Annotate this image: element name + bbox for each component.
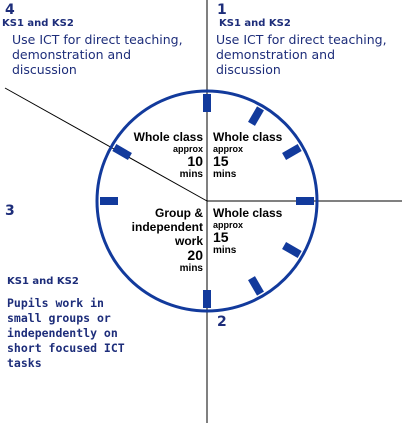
hour-markers xyxy=(100,94,314,308)
quadrant-4-stage: KS1 and KS2 xyxy=(2,18,74,29)
hour-marker-1 xyxy=(248,106,264,126)
segment-whole-class-15-top: Whole class approx 15 mins xyxy=(213,130,293,180)
hour-marker-6 xyxy=(203,290,211,308)
hour-marker-2 xyxy=(282,144,302,160)
segment-whole-class-15-bottom: Whole class approx 15 mins xyxy=(213,206,293,256)
segment-title: Whole class xyxy=(213,206,283,220)
clock-face xyxy=(95,89,319,313)
quadrant-1-stage: KS1 and KS2 xyxy=(219,18,291,29)
hour-marker-5 xyxy=(248,276,264,296)
quadrant-3-stage: KS1 and KS2 xyxy=(7,276,79,287)
segment-approx: approx xyxy=(172,144,203,154)
hour-marker-9 xyxy=(100,197,118,205)
quadrant-4-text: Use ICT for direct teaching, demonstrati… xyxy=(12,32,183,77)
segment-value: 10 xyxy=(187,153,203,169)
segment-group-work-20: Group & independent work 20 mins xyxy=(118,206,203,274)
quadrant-4-number: 4 xyxy=(5,2,15,18)
segment-unit: mins xyxy=(179,263,203,274)
segment-title-line2: independent xyxy=(131,220,203,234)
hour-marker-4 xyxy=(282,242,302,258)
segment-unit: mins xyxy=(179,169,203,180)
segment-title: Whole class xyxy=(213,130,283,144)
segment-title-line3: work xyxy=(174,234,203,248)
segment-title: Whole class xyxy=(133,130,203,144)
quadrant-1-text: Use ICT for direct teaching, demonstrati… xyxy=(216,32,387,77)
diagonal-axis xyxy=(4,87,208,202)
segment-title-line1: Group & xyxy=(155,206,203,220)
segment-value: 15 xyxy=(213,229,229,245)
quadrant-2-number: 2 xyxy=(217,314,227,330)
segment-whole-class-10: Whole class approx 10 mins xyxy=(128,130,203,180)
hour-marker-3 xyxy=(296,197,314,205)
segment-approx: approx xyxy=(213,220,244,230)
quadrant-3-number: 3 xyxy=(5,203,15,219)
hour-marker-12 xyxy=(203,94,211,112)
segment-unit: mins xyxy=(213,245,237,256)
segment-value: 20 xyxy=(187,247,203,263)
hour-marker-10 xyxy=(112,144,132,160)
segment-approx: approx xyxy=(213,144,244,154)
segment-value: 15 xyxy=(213,153,229,169)
segment-unit: mins xyxy=(213,169,237,180)
quadrant-1-number: 1 xyxy=(217,2,227,18)
quadrant-3-text: Pupils work in small groups or independe… xyxy=(7,296,125,370)
